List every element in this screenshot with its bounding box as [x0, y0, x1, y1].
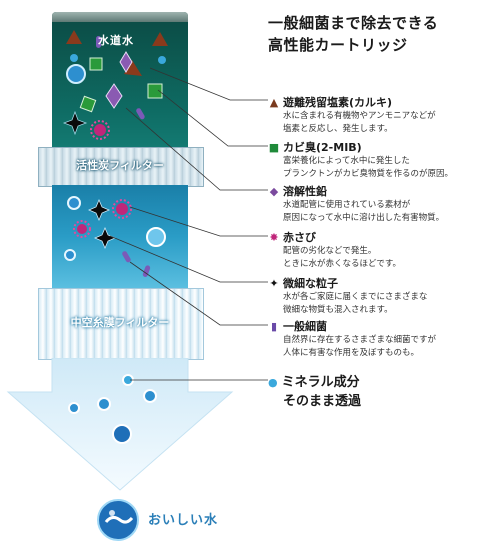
star-icon: ✦: [269, 277, 279, 290]
mineral-bubble-icon: [97, 397, 111, 411]
legend-heading: 溶解性鉛: [283, 185, 327, 198]
particle-star-icon: [87, 198, 111, 222]
mold-square-icon: [79, 95, 97, 113]
triangle-icon: ▲: [269, 96, 279, 109]
mineral-bubble-icon: [64, 249, 76, 261]
legend-desc-line: 富栄養化によって水中に発生した: [283, 156, 410, 166]
title-line-2: 高性能カートリッジ: [268, 36, 408, 54]
legend-desc-line: 自然界に存在するさまざまな細菌ですが: [283, 335, 437, 345]
legend-desc-line: 水に含まれる有機物やアンモニアなどが: [283, 111, 436, 121]
particle-star-icon: [62, 110, 88, 136]
mineral-bubble-icon: [67, 196, 81, 210]
legend-desc-line: 人体に有害な作用を及ぼすものも。: [283, 348, 420, 358]
particle-star-icon: [93, 226, 117, 250]
mineral-dot-icon: ●: [268, 376, 278, 389]
legend-item-chlorine: ▲ 遊離残留塩素(カルキ) 水に含まれる有機物やアンモニアなどが 塩素と反応し、発…: [268, 95, 483, 136]
square-icon: ■: [268, 141, 280, 154]
title-line-1: 一般細菌まで除去できる: [268, 14, 439, 32]
chlorine-triangle-icon: [152, 32, 168, 46]
mineral-bubble-icon: [122, 374, 134, 386]
bacteria-icon: [96, 36, 101, 48]
rust-burst-icon: [73, 220, 91, 238]
cartridge-cap: [52, 12, 188, 22]
rust-burst-icon: [90, 120, 110, 140]
cartridge-middle-chamber: [52, 185, 188, 288]
filtered-water-arrow: [6, 358, 234, 491]
hollow-fiber-filter-label: 中空糸膜フィルター: [70, 316, 170, 329]
mineral-bubble-icon: [70, 54, 78, 62]
legend-heading: 微細な粒子: [283, 277, 338, 290]
burst-icon: ✸: [269, 231, 279, 244]
rust-burst-icon: [112, 199, 132, 219]
tasty-water-label: おいしい水: [148, 513, 219, 528]
legend-desc-line: ときに水が赤くなるほどです。: [283, 259, 401, 269]
legend-item-bacteria: ▮ 一般細菌 自然界に存在するさまざまな細菌ですが 人体に有害な作用を及ぼすものも…: [268, 319, 483, 360]
legend-desc-line: 原因になって水中に溶け出した有害物質。: [283, 213, 445, 223]
legend-item-particle: ✦ 微細な粒子 水が各ご家庭に届くまでにさまざまな 微細な物質も混入されます。: [268, 276, 483, 317]
chlorine-triangle-icon: [66, 30, 82, 44]
mineral-bubble-icon: [112, 424, 132, 444]
bacteria-icon: ▮: [270, 320, 278, 333]
remaining-contaminants: [64, 196, 166, 277]
mineral-bubble-icon: [66, 64, 86, 84]
tasty-water-drop-icon: [97, 499, 139, 541]
bacteria-icon: [142, 265, 151, 277]
lead-diamond-icon: [119, 51, 133, 73]
mold-square-icon: [89, 57, 103, 71]
diamond-icon: ◆: [269, 185, 279, 198]
lead-diamond-icon: [105, 83, 123, 109]
legend-heading: 赤さび: [283, 231, 316, 244]
legend-desc-line: プランクトンがカビ臭物質を作るのが原因。: [283, 169, 454, 179]
diagram-title: 一般細菌まで除去できる 高性能カートリッジ: [268, 12, 483, 56]
bacteria-icon: [122, 251, 131, 263]
legend-desc-line: 水道配管に使用されている素材が: [283, 200, 411, 210]
mold-square-icon: [147, 83, 163, 99]
legend-desc-line: 水が各ご家庭に届くまでにさまざまな: [283, 292, 428, 302]
mineral-bubble-icon: [146, 227, 166, 247]
mineral-bubble-icon: [158, 56, 166, 64]
chlorine-triangle-icon: [124, 60, 142, 76]
legend-heading: カビ臭(2-MIB): [283, 141, 362, 154]
legend-item-mold: ■カビ臭(2-MIB) 富栄養化によって水中に発生した プランクトンがカビ臭物質…: [268, 140, 483, 181]
tap-water-label: 水道水: [98, 34, 134, 47]
mineral-bubble-icon: [68, 402, 80, 414]
legend-item-rust: ✸ 赤さび 配管の劣化などで発生。 ときに水が赤くなるほどです。: [268, 230, 483, 271]
legend-desc-line: 塩素と反応し、発生します。: [283, 124, 393, 134]
mineral-bubble-icon: [143, 389, 157, 403]
legend-heading: 一般細菌: [283, 320, 327, 333]
legend-heading: 遊離残留塩素(カルキ): [283, 96, 393, 109]
mineral-line-1: ミネラル成分: [281, 375, 360, 390]
bacteria-icon: [136, 108, 145, 120]
arrow-shape: [6, 358, 234, 491]
mineral-passthrough: ●ミネラル成分 そのまま透過: [268, 373, 483, 411]
legend-desc-line: 配管の劣化などで発生。: [283, 246, 377, 256]
legend-desc-line: 微細な物質も混入されます。: [283, 305, 393, 315]
mineral-line-2: そのまま透過: [283, 394, 362, 409]
legend-item-lead: ◆ 溶解性鉛 水道配管に使用されている素材が 原因になって水中に溶け出した有害物質…: [268, 184, 483, 225]
activated-carbon-filter-label: 活性炭フィルター: [76, 159, 164, 172]
